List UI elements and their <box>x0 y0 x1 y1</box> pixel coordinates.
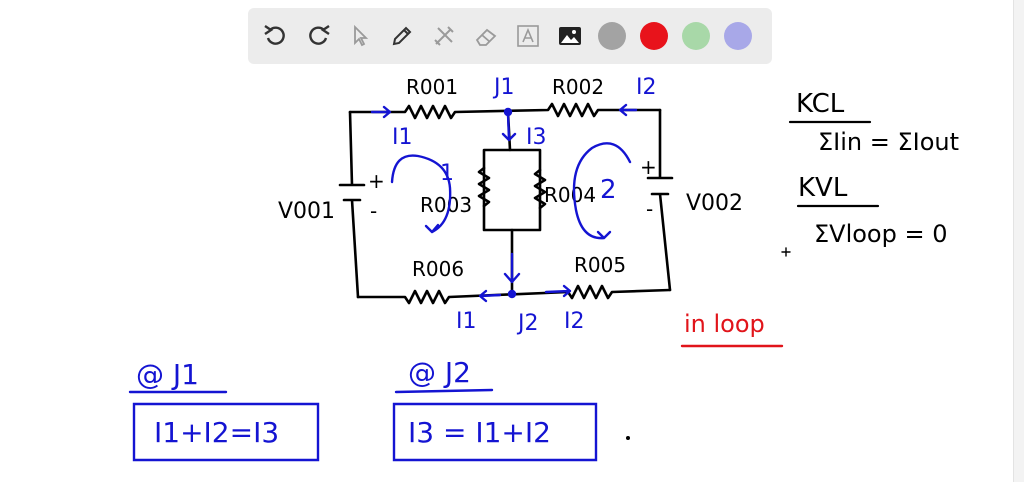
label-j2: J2 <box>516 311 539 336</box>
kvl-title: KVL <box>798 173 848 203</box>
redo-icon <box>309 25 330 45</box>
junction-equations <box>128 388 598 462</box>
vertical-scrollbar[interactable] <box>1013 0 1024 482</box>
equation-j1: I1+I2=I3 <box>154 416 279 449</box>
circuit-wires <box>338 102 674 305</box>
label-loop-2: 2 <box>600 175 617 205</box>
label-r006: R006 <box>412 257 464 281</box>
tools-button[interactable] <box>424 16 464 56</box>
text-icon <box>517 25 539 47</box>
color-purple-swatch[interactable] <box>718 16 758 56</box>
red-note: in loop <box>684 310 765 338</box>
label-r004: R004 <box>544 183 596 207</box>
label-plus-right: + <box>640 155 657 179</box>
kcl-title: KCL <box>796 89 845 119</box>
label-r002: R002 <box>552 75 604 99</box>
color-green-swatch[interactable] <box>676 16 716 56</box>
label-i1-bottom: I1 <box>456 309 477 334</box>
label-i2-bottom: I2 <box>564 309 585 334</box>
at-j1-label: @ J1 <box>136 358 199 391</box>
label-j1: J1 <box>492 75 515 100</box>
label-r001: R001 <box>406 75 458 99</box>
color-red-swatch[interactable] <box>634 16 674 56</box>
law-notes: KCL ΣIin = ΣIout KVL ΣVloop = 0 <box>796 89 959 248</box>
color-swatch <box>682 22 710 50</box>
redo-button[interactable] <box>298 16 338 56</box>
pointer-button[interactable] <box>340 16 380 56</box>
equation-text: @ J1 I1+I2=I3 @ J2 I3 = I1+I2 <box>136 356 551 449</box>
image-icon <box>559 27 581 45</box>
text-button[interactable] <box>508 16 548 56</box>
label-minus-right: - <box>646 197 653 221</box>
at-j2-label: @ J2 <box>408 356 471 389</box>
current-arrows <box>370 103 638 303</box>
pointer-icon <box>354 24 369 47</box>
equation-j2: I3 = I1+I2 <box>408 416 551 449</box>
label-minus-left: - <box>370 199 377 223</box>
label-i2-top: I2 <box>636 75 657 100</box>
label-i1-top: I1 <box>392 125 413 150</box>
drawing-toolbar <box>248 8 772 64</box>
image-button[interactable] <box>550 16 590 56</box>
dot-mark <box>626 436 630 440</box>
pen-button[interactable] <box>382 16 422 56</box>
color-swatch <box>598 22 626 50</box>
eraser-button[interactable] <box>466 16 506 56</box>
blue-labels: J1 I2 I1 I3 1 2 I1 J2 I2 <box>392 75 657 336</box>
tools-icon <box>434 26 454 46</box>
circuit-labels: R001 R002 R003 R004 R005 R006 V001 V002 … <box>278 75 743 281</box>
pen-icon <box>392 26 412 46</box>
undo-icon <box>264 25 285 45</box>
color-swatch <box>724 22 752 50</box>
label-v002: V002 <box>686 191 743 216</box>
color-swatch <box>640 22 668 50</box>
label-v001: V001 <box>278 199 335 224</box>
undo-button[interactable] <box>256 16 296 56</box>
label-i3: I3 <box>526 125 547 150</box>
color-gray-swatch[interactable] <box>592 16 632 56</box>
kcl-equation: ΣIin = ΣIout <box>818 128 959 156</box>
label-r003: R003 <box>420 193 472 217</box>
label-plus-left: + <box>368 169 385 193</box>
label-loop-1: 1 <box>440 161 454 186</box>
eraser-icon <box>475 28 497 46</box>
kvl-equation: ΣVloop = 0 <box>814 220 948 248</box>
law-underlines <box>781 120 880 257</box>
label-r005: R005 <box>574 253 626 277</box>
